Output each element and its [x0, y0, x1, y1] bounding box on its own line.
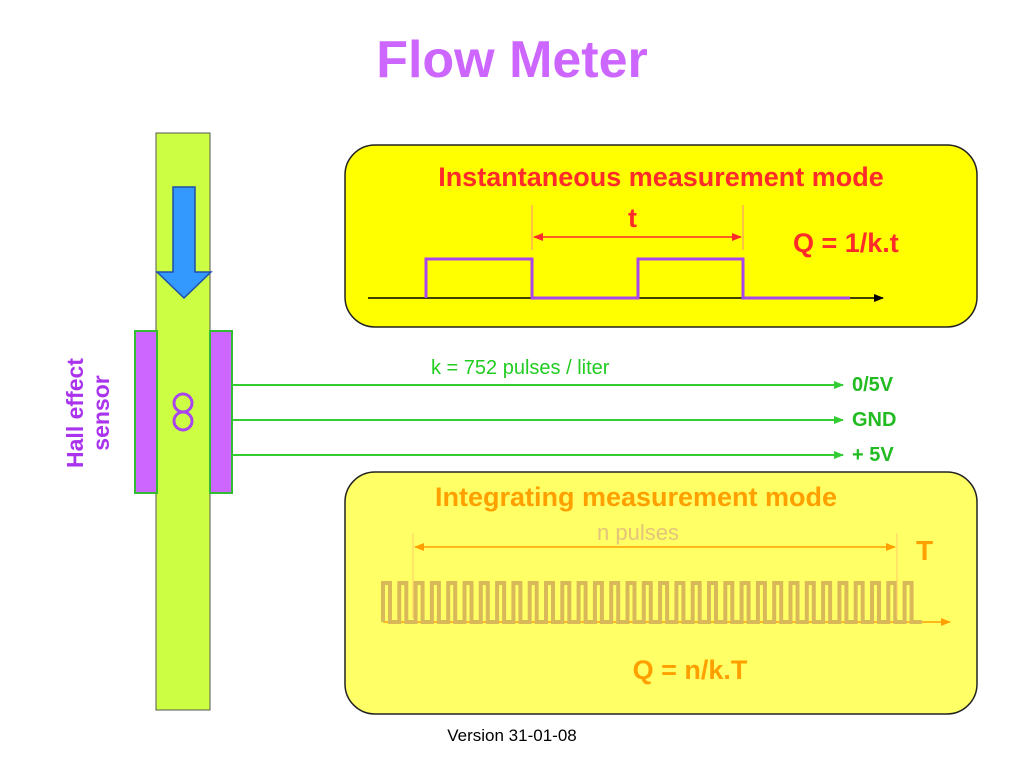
version-footer: Version 31-01-08 [447, 726, 577, 745]
pulse-train-b [381, 581, 922, 624]
pulse-rate-label: k = 752 pulses / liter [431, 357, 610, 379]
pulse-train-waveform [381, 581, 922, 624]
sensor-magnet-right [209, 330, 233, 494]
period-label-t: t [628, 203, 637, 233]
pulse-waveform-a [424, 257, 850, 300]
flow-direction-arrow [155, 186, 213, 300]
pin-label-output: 0/5V [852, 374, 894, 396]
integrating-mode-title: Integrating measurement mode [434, 482, 838, 512]
rotor-icon [172, 392, 194, 432]
page-title: Flow Meter [376, 31, 648, 89]
instantaneous-formula: Q = 1/k.t [793, 228, 899, 258]
hall-sensor-label: Hall effect sensor [38, 343, 138, 483]
hall-sensor-label-line2: sensor [88, 375, 114, 451]
pin-label-gnd: GND [852, 409, 897, 431]
sensor-magnet-left [134, 330, 158, 494]
period-label-T: T [916, 535, 934, 566]
pin-label-supply: + 5V [852, 444, 894, 466]
integrating-formula: Q = n/k.T [632, 655, 748, 685]
pulse-count-label: n pulses [597, 520, 679, 545]
hall-sensor-label-line1: Hall effect [62, 358, 88, 468]
instantaneous-mode-title: Instantaneous measurement mode [438, 162, 884, 192]
